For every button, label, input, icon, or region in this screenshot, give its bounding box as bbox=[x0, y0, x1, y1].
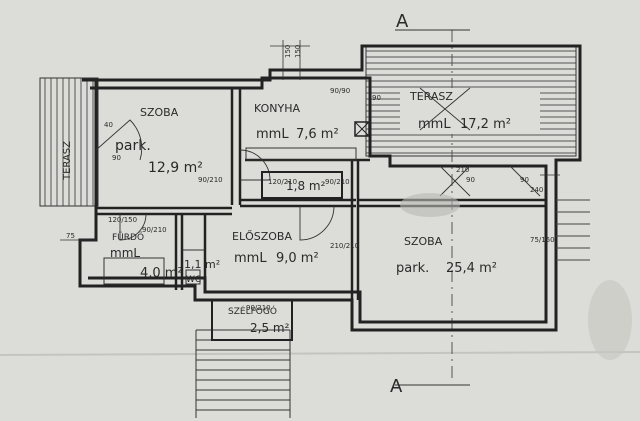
dim-label: 75/150 bbox=[530, 236, 555, 244]
room-area: 9,0 m² bbox=[276, 251, 319, 266]
room-name: KONYHA bbox=[254, 102, 300, 115]
room-szelfogo: SZÉLFOGÓ 2,5 m² bbox=[228, 305, 290, 335]
section-mark-top: A bbox=[396, 11, 409, 32]
dim-label: 120/150 bbox=[108, 216, 137, 224]
room-name: SZÉLFOGÓ bbox=[228, 305, 277, 317]
dim-label: 90/210 bbox=[246, 304, 271, 312]
dim-label: 75 bbox=[66, 232, 75, 240]
room-area: 12,9 m² bbox=[148, 160, 203, 176]
dim-label: 40 bbox=[104, 121, 113, 129]
room-area: 4,0 m² bbox=[140, 266, 183, 281]
dimension-labels: 150 150 90/90 40 90 90/210 120/210 90/21… bbox=[66, 45, 555, 312]
room-area: 7,6 m² bbox=[296, 127, 339, 142]
dim-label: 150 bbox=[294, 45, 302, 58]
bathtub bbox=[103, 257, 165, 285]
kamra-outline bbox=[261, 171, 343, 199]
room-name: WC bbox=[186, 275, 201, 285]
door-swings bbox=[95, 87, 541, 251]
kitchen-counter bbox=[245, 147, 357, 161]
room-name: TERASZ bbox=[409, 90, 453, 103]
section-mark-bottom: A bbox=[390, 376, 403, 397]
dim-label: 90/210 bbox=[198, 176, 223, 184]
dimension-ticks bbox=[60, 40, 560, 241]
room-name: SZOBA bbox=[404, 235, 443, 248]
room-area: 1,1 m² bbox=[184, 258, 220, 271]
room-floor: mmL bbox=[234, 251, 267, 266]
dim-label: 90 bbox=[520, 176, 529, 184]
room-area: 2,5 m² bbox=[250, 321, 290, 335]
room-floor: park. bbox=[115, 138, 151, 154]
room-name: FÜRDŐ bbox=[112, 232, 144, 243]
room-area: 25,4 m² bbox=[446, 261, 497, 276]
room-wc: 1,1 m² WC bbox=[184, 258, 220, 285]
dim-label: 210/210 bbox=[330, 242, 359, 250]
dim-label: 90 bbox=[372, 94, 381, 102]
room-floor: mmL bbox=[110, 246, 140, 260]
room-floor: mmL bbox=[256, 127, 289, 142]
room-floor: mmL bbox=[418, 117, 451, 132]
room-szoba-right: SZOBA park. 25,4 m² bbox=[396, 235, 497, 276]
terrace-left-hatch bbox=[39, 77, 99, 207]
terrace-top-label-bg bbox=[400, 88, 540, 134]
paper-stain bbox=[588, 280, 632, 360]
room-area: 1,8 m² bbox=[286, 179, 326, 193]
wc-fixture bbox=[185, 269, 201, 285]
dim-label: 120/210 bbox=[268, 178, 297, 186]
dim-label: 150 bbox=[284, 45, 292, 58]
room-floor: park. bbox=[396, 261, 429, 276]
dim-label: 90/210 bbox=[142, 226, 167, 234]
room-terasz-top: TERASZ mmL 17,2 m² bbox=[409, 90, 511, 132]
chimney-cross-2 bbox=[354, 121, 370, 137]
interior-walls bbox=[96, 88, 546, 300]
terrace-steps-right bbox=[556, 199, 590, 261]
room-konyha: KONYHA mmL 7,6 m² bbox=[254, 102, 339, 142]
room-szoba-left: SZOBA park. 12,9 m² bbox=[115, 106, 203, 176]
room-name: SZOBA bbox=[140, 106, 179, 119]
room-name: ELŐSZOBA bbox=[232, 229, 292, 243]
dim-label: 90/210 bbox=[325, 178, 350, 186]
dim-label: 90 bbox=[112, 154, 121, 162]
szelfogo-outline bbox=[211, 299, 293, 341]
room-terasz-left-name: TERASZ bbox=[62, 141, 73, 181]
room-eloszoba: ELŐSZOBA mmL 9,0 m² bbox=[232, 229, 319, 266]
paper-fold-line bbox=[0, 351, 640, 356]
room-kamra: 1,8 m² bbox=[261, 171, 343, 199]
room-area: 17,2 m² bbox=[460, 117, 511, 132]
dim-label: 240 bbox=[530, 186, 543, 194]
chimney bbox=[354, 121, 370, 137]
dim-label: 90 bbox=[466, 176, 475, 184]
paper-stain bbox=[400, 193, 460, 217]
dim-label: 90/90 bbox=[330, 87, 350, 95]
dim-label: 210 bbox=[456, 166, 469, 174]
room-furdo: FÜRDŐ mmL 4,0 m² bbox=[110, 232, 183, 281]
